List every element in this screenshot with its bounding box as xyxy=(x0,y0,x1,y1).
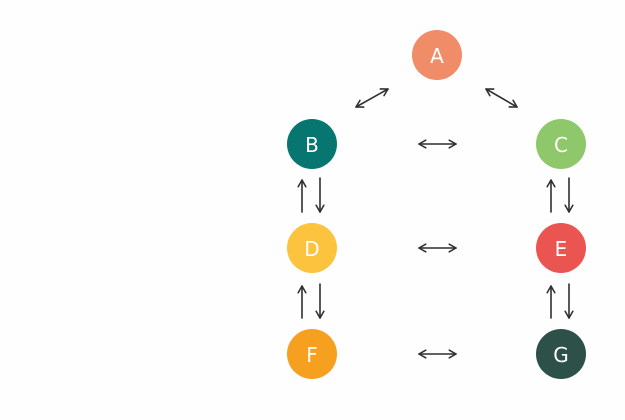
node-g: G xyxy=(536,329,586,379)
node-f: F xyxy=(287,329,337,379)
edge-a-c xyxy=(485,88,518,108)
node-g-label: G xyxy=(553,343,569,367)
node-a-label: A xyxy=(430,44,444,68)
node-d-label: D xyxy=(304,237,320,261)
node-b: B xyxy=(287,119,337,169)
edge-e-g xyxy=(546,283,574,319)
node-d: D xyxy=(287,223,337,273)
node-a: A xyxy=(412,30,462,80)
node-e: E xyxy=(536,223,586,273)
node-e-label: E xyxy=(554,237,568,261)
node-c-label: C xyxy=(554,133,568,157)
edge-d-f xyxy=(297,283,325,319)
edge-c-e xyxy=(546,177,574,213)
node-f-label: F xyxy=(306,343,318,367)
node-c: C xyxy=(536,119,586,169)
edge-b-d xyxy=(297,177,325,213)
node-b-label: B xyxy=(305,133,319,157)
edge-a-b xyxy=(355,88,389,108)
